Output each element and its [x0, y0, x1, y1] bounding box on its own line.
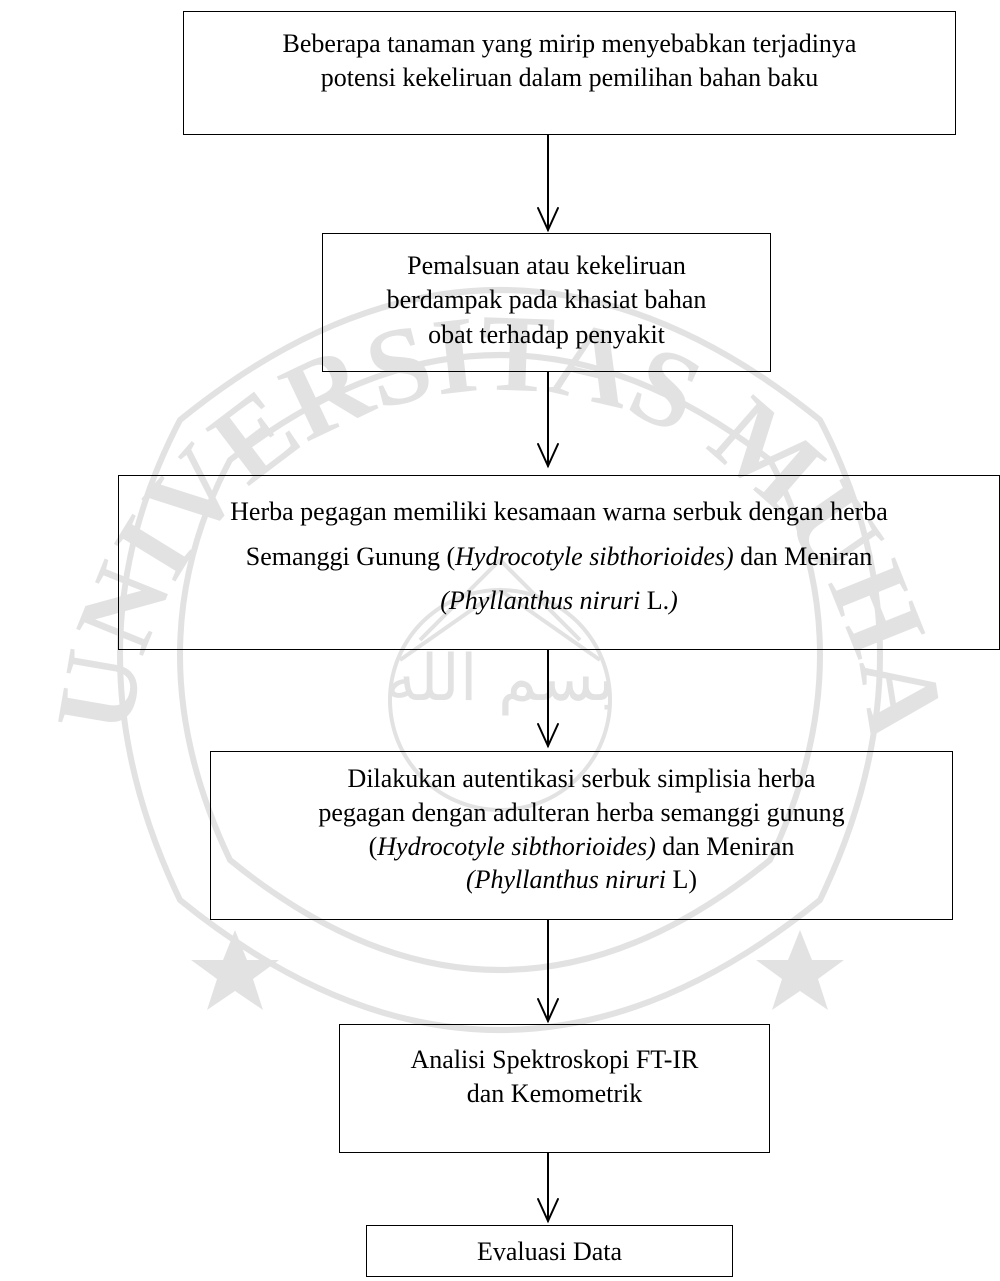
arrow-5 — [537, 1152, 559, 1224]
flow-step-5: Analisi Spektroskopi FT-IR dan Kemometri… — [339, 1024, 770, 1153]
flow-step-4: Dilakukan autentikasi serbuk simplisia h… — [210, 751, 953, 920]
step-2-line-2: berdampak pada khasiat bahan — [386, 285, 707, 315]
arrow-4 — [537, 919, 559, 1024]
flow-step-1: Beberapa tanaman yang mirip menyebabkan … — [183, 11, 956, 135]
arrow-3 — [537, 649, 559, 749]
flow-step-2: Pemalsuan atau kekeliruan berdampak pada… — [322, 233, 771, 372]
step-6-line-1: Evaluasi Data — [476, 1237, 623, 1266]
step-3-line-2: Semanggi Gunung (Hydrocotyle sibthorioid… — [245, 541, 873, 571]
step-5-line-1: Analisi Spektroskopi FT-IR — [410, 1045, 699, 1074]
step-1-line-2: potensi kekeliruan dalam pemilihan bahan… — [320, 63, 819, 93]
arrow-1 — [537, 134, 559, 233]
arrow-2 — [537, 371, 559, 469]
flow-step-6: Evaluasi Data — [366, 1225, 733, 1277]
step-1-line-1: Beberapa tanaman yang mirip menyebabkan … — [282, 29, 857, 58]
step-4-line-1: Dilakukan autentikasi serbuk simplisia h… — [347, 764, 816, 793]
step-4-line-2: pegagan dengan adulteran herba semanggi … — [318, 797, 845, 827]
step-4-line-3: (Hydrocotyle sibthorioides) dan Meniran — [368, 831, 795, 861]
step-2-line-3: obat terhadap penyakit — [428, 319, 665, 349]
step-3-line-3: (Phyllanthus niruri L.) — [440, 586, 678, 616]
step-2-line-1: Pemalsuan atau kekeliruan — [407, 251, 686, 280]
step-3-line-1: Herba pegagan memiliki kesamaan warna se… — [230, 497, 888, 526]
step-4-line-4: (Phyllanthus niruri L) — [465, 865, 698, 895]
flow-step-3: Herba pegagan memiliki kesamaan warna se… — [118, 475, 1000, 650]
step-5-line-2: dan Kemometrik — [466, 1079, 643, 1109]
